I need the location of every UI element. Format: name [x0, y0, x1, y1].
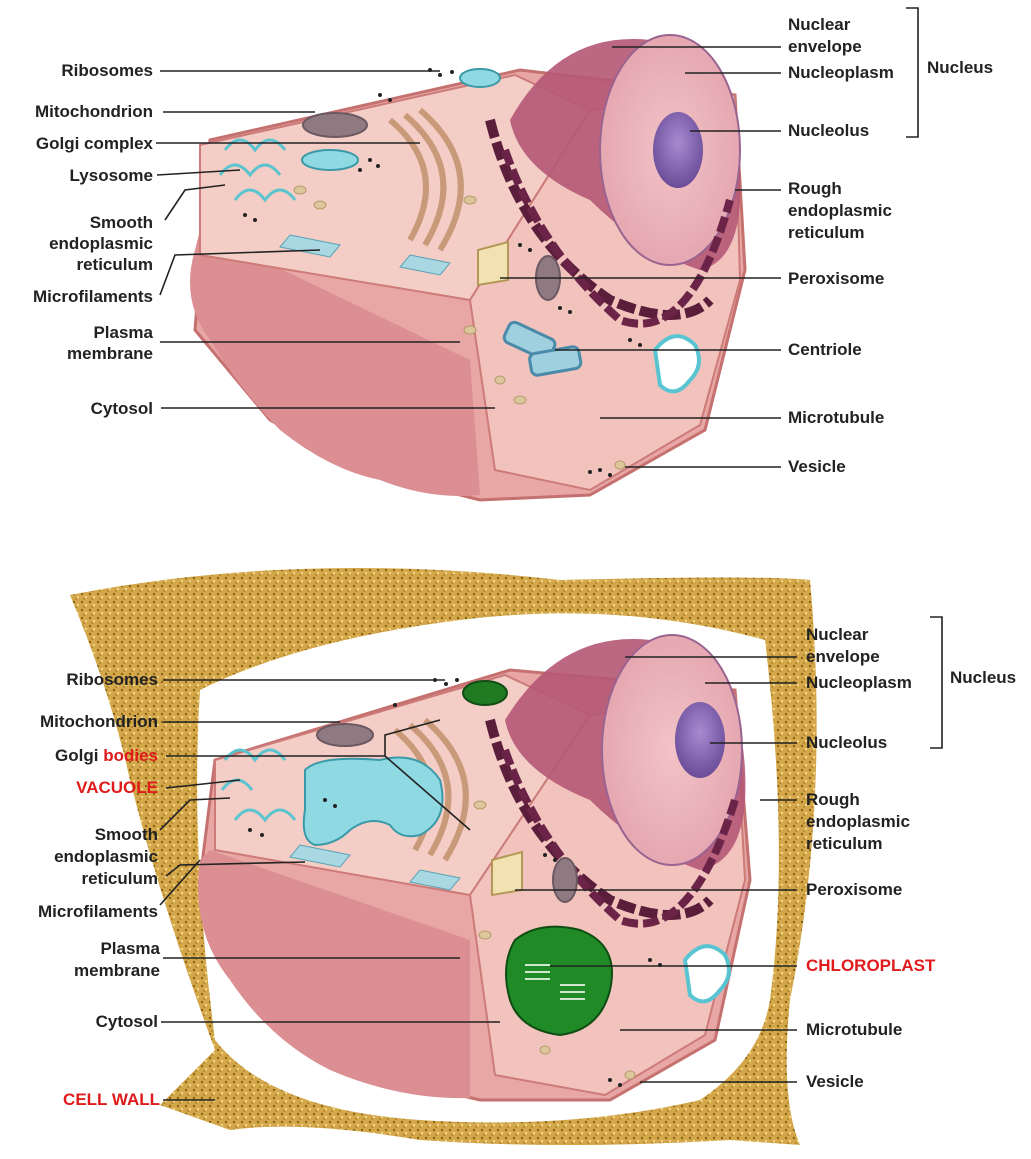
- label-ribosomes-top: Ribosomes: [10, 61, 153, 81]
- label-mitochondrion-bottom: Mitochondrion: [0, 712, 158, 732]
- label-rough-er-bottom: Rough endoplasmic reticulum: [806, 789, 946, 855]
- label-golgi-complex: Golgi complex: [0, 134, 153, 154]
- label-ribosomes-bottom: Ribosomes: [10, 670, 158, 690]
- label-plasma-membrane-bottom: Plasma membrane: [30, 938, 160, 982]
- label-rough-er-top: Rough endoplasmic reticulum: [788, 178, 928, 244]
- label-golgi-word: Golgi: [55, 746, 98, 765]
- label-vesicle-bottom: Vesicle: [806, 1072, 864, 1092]
- label-golgi-bodies: Golgi bodies: [10, 746, 158, 766]
- plant-chloroplast: [506, 927, 612, 1035]
- animal-cell-illustration: [190, 35, 745, 500]
- label-peroxisome-top: Peroxisome: [788, 269, 884, 289]
- plant-mitochondrion: [317, 724, 373, 746]
- label-microfilaments-top: Microfilaments: [10, 287, 153, 307]
- label-nucleolus-bottom: Nucleolus: [806, 733, 887, 753]
- label-microfilaments-bottom: Microfilaments: [0, 902, 158, 922]
- plant-chloroplast-small: [463, 681, 507, 705]
- label-cytosol-bottom: Cytosol: [10, 1012, 158, 1032]
- plant-peroxisome: [492, 852, 522, 895]
- label-nucleolus-top: Nucleolus: [788, 121, 869, 141]
- label-vesicle-top: Vesicle: [788, 457, 846, 477]
- label-microtubule-top: Microtubule: [788, 408, 884, 428]
- plant-cell-illustration: [70, 568, 817, 1145]
- label-smooth-er-top: Smooth endoplasmic reticulum: [10, 212, 153, 275]
- label-mitochondrion-top: Mitochondrion: [10, 102, 153, 122]
- label-nucleoplasm-top: Nucleoplasm: [788, 63, 894, 83]
- label-vacuole: VACUOLE: [10, 778, 158, 798]
- label-smooth-er-bottom: Smooth endoplasmic reticulum: [10, 824, 158, 890]
- label-centriole: Centriole: [788, 340, 862, 360]
- label-nucleus-group-top: Nucleus: [927, 58, 993, 78]
- plant-nucleolus: [675, 702, 725, 778]
- label-peroxisome-bottom: Peroxisome: [806, 880, 902, 900]
- label-nuclear-envelope-top: Nuclear envelope: [788, 14, 888, 58]
- label-cytosol-top: Cytosol: [10, 399, 153, 419]
- label-chloroplast: CHLOROPLAST: [806, 956, 935, 976]
- label-plasma-membrane-top: Plasma membrane: [30, 322, 153, 364]
- label-cell-wall: CELL WALL: [10, 1090, 160, 1110]
- animal-mitochondrion: [303, 113, 367, 137]
- animal-smooth-er: [302, 150, 358, 170]
- label-nucleus-group-bottom: Nucleus: [950, 668, 1016, 688]
- label-lysosome: Lysosome: [10, 166, 153, 186]
- label-bodies-word: bodies: [103, 746, 158, 765]
- label-nucleoplasm-bottom: Nucleoplasm: [806, 673, 912, 693]
- label-nuclear-envelope-bottom: Nuclear envelope: [806, 624, 906, 668]
- label-microtubule-bottom: Microtubule: [806, 1020, 902, 1040]
- animal-nucleolus: [653, 112, 703, 188]
